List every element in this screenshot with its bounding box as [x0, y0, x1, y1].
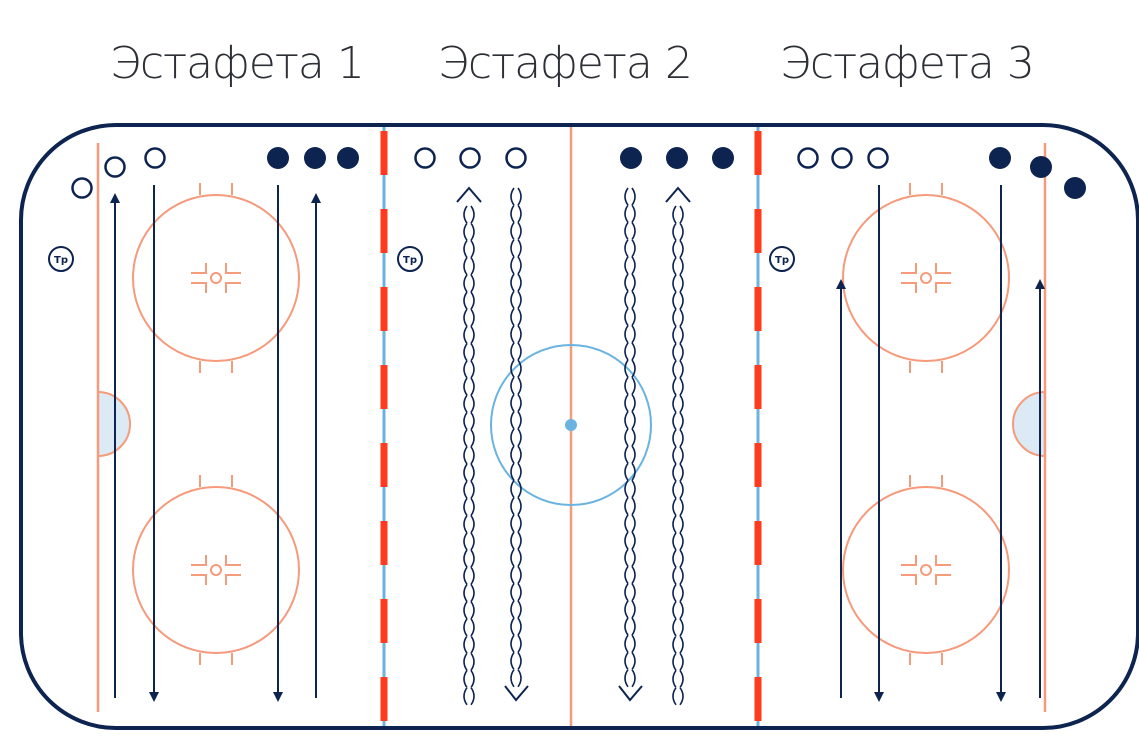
coach-marker-1: Тр [48, 246, 74, 272]
crossover-paths [456, 186, 691, 706]
player-solid-1 [267, 147, 289, 169]
player-hollow-3 [144, 147, 166, 169]
crossover-chain [510, 187, 522, 688]
player-solid-6 [712, 147, 734, 169]
faceoff-marker [901, 574, 917, 585]
chevron-3 [618, 685, 643, 702]
relay-1-title: Эстафета 1 [110, 38, 364, 89]
faceoff-marker [191, 263, 207, 274]
player-solid-8 [1030, 156, 1052, 178]
chevron-2 [504, 685, 529, 702]
center-circle [490, 344, 652, 506]
crossover-chain [624, 187, 636, 688]
crossover-path-2 [510, 187, 522, 688]
players [71, 147, 1086, 199]
faceoff-circle-2 [132, 475, 300, 665]
faceoff-dot [920, 272, 932, 284]
rink-boards [19, 123, 1139, 730]
faceoff-marker [901, 555, 917, 566]
player-hollow-9 [867, 147, 889, 169]
faceoff-dot [210, 272, 222, 284]
chevron-1 [456, 186, 482, 203]
faceoff-marker [901, 282, 917, 293]
player-solid-4 [620, 147, 642, 169]
player-hollow-8 [831, 147, 853, 169]
faceoff-ring [842, 486, 1010, 654]
player-solid-9 [1064, 177, 1086, 199]
player-hollow-4 [414, 147, 436, 169]
crossover-path-3 [624, 187, 636, 688]
player-solid-7 [989, 147, 1011, 169]
player-hollow-6 [505, 147, 527, 169]
goal-crease-right [1012, 390, 1046, 458]
faceoff-marker [225, 555, 241, 566]
coach-label-3: Тр [775, 255, 789, 266]
player-solid-5 [666, 147, 688, 169]
faceoff-marker [935, 263, 951, 274]
skating-arrows [110, 185, 1045, 702]
faceoff-marker [191, 555, 207, 566]
faceoff-ring [132, 194, 300, 362]
faceoff-marker [225, 282, 241, 293]
relay-3-title: Эстафета 3 [780, 38, 1034, 89]
faceoff-marker [901, 263, 917, 274]
chevron-4 [665, 186, 691, 203]
coach-marker-2: Тр [397, 246, 423, 272]
player-hollow-7 [797, 147, 819, 169]
faceoff-dot [210, 564, 222, 576]
faceoff-circle-4 [842, 475, 1010, 665]
faceoff-ring [842, 194, 1010, 362]
crossover-path-1 [463, 205, 475, 706]
coach-label-1: Тр [54, 255, 68, 266]
faceoff-circle-1 [132, 183, 300, 373]
player-hollow-2 [104, 156, 126, 178]
coach-label-2: Тр [403, 255, 417, 266]
rink [19, 123, 1139, 730]
faceoff-marker [935, 574, 951, 585]
faceoff-circle-3 [842, 183, 1010, 373]
faceoff-ring [132, 486, 300, 654]
faceoff-marker [191, 282, 207, 293]
coach-marker-3: Тр [769, 246, 795, 272]
faceoff-marker [191, 574, 207, 585]
crossover-chain [672, 205, 684, 706]
faceoff-marker [225, 574, 241, 585]
player-hollow-5 [459, 147, 481, 169]
faceoff-dot [920, 564, 932, 576]
crossover-chain [463, 205, 475, 706]
faceoff-marker [935, 282, 951, 293]
faceoff-circles [132, 183, 1010, 665]
center-faceoff-dot [565, 419, 577, 431]
faceoff-marker [935, 555, 951, 566]
player-solid-3 [337, 147, 359, 169]
relay-2-title: Эстафета 2 [438, 38, 692, 89]
faceoff-marker [225, 263, 241, 274]
player-hollow-1 [71, 177, 93, 199]
player-solid-2 [304, 147, 326, 169]
crossover-path-4 [672, 205, 684, 706]
